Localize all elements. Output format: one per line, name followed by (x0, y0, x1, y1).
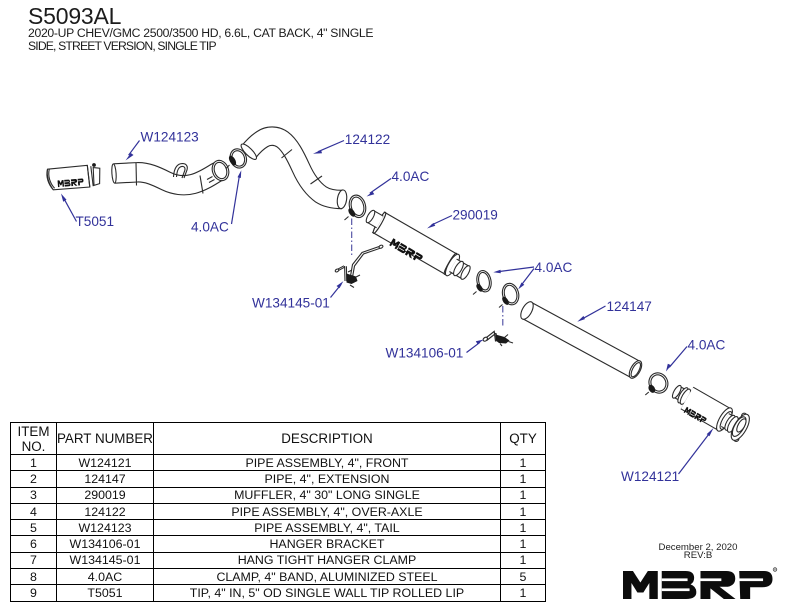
svg-text:4.0AC: 4.0AC (191, 220, 229, 235)
svg-text:4.0AC: 4.0AC (392, 169, 430, 184)
svg-text:R: R (774, 568, 777, 572)
svg-text:124147: 124147 (607, 299, 652, 314)
svg-text:4.0AC: 4.0AC (688, 338, 726, 353)
svg-text:290019: 290019 (453, 208, 498, 223)
svg-text:124122: 124122 (345, 132, 390, 147)
svg-text:T5051: T5051 (76, 214, 115, 229)
svg-text:4.0AC: 4.0AC (535, 260, 573, 275)
svg-text:W124123: W124123 (141, 130, 199, 145)
svg-text:W134106-01: W134106-01 (386, 346, 464, 361)
svg-text:W124121: W124121 (621, 469, 679, 484)
svg-text:W134145-01: W134145-01 (252, 296, 330, 311)
